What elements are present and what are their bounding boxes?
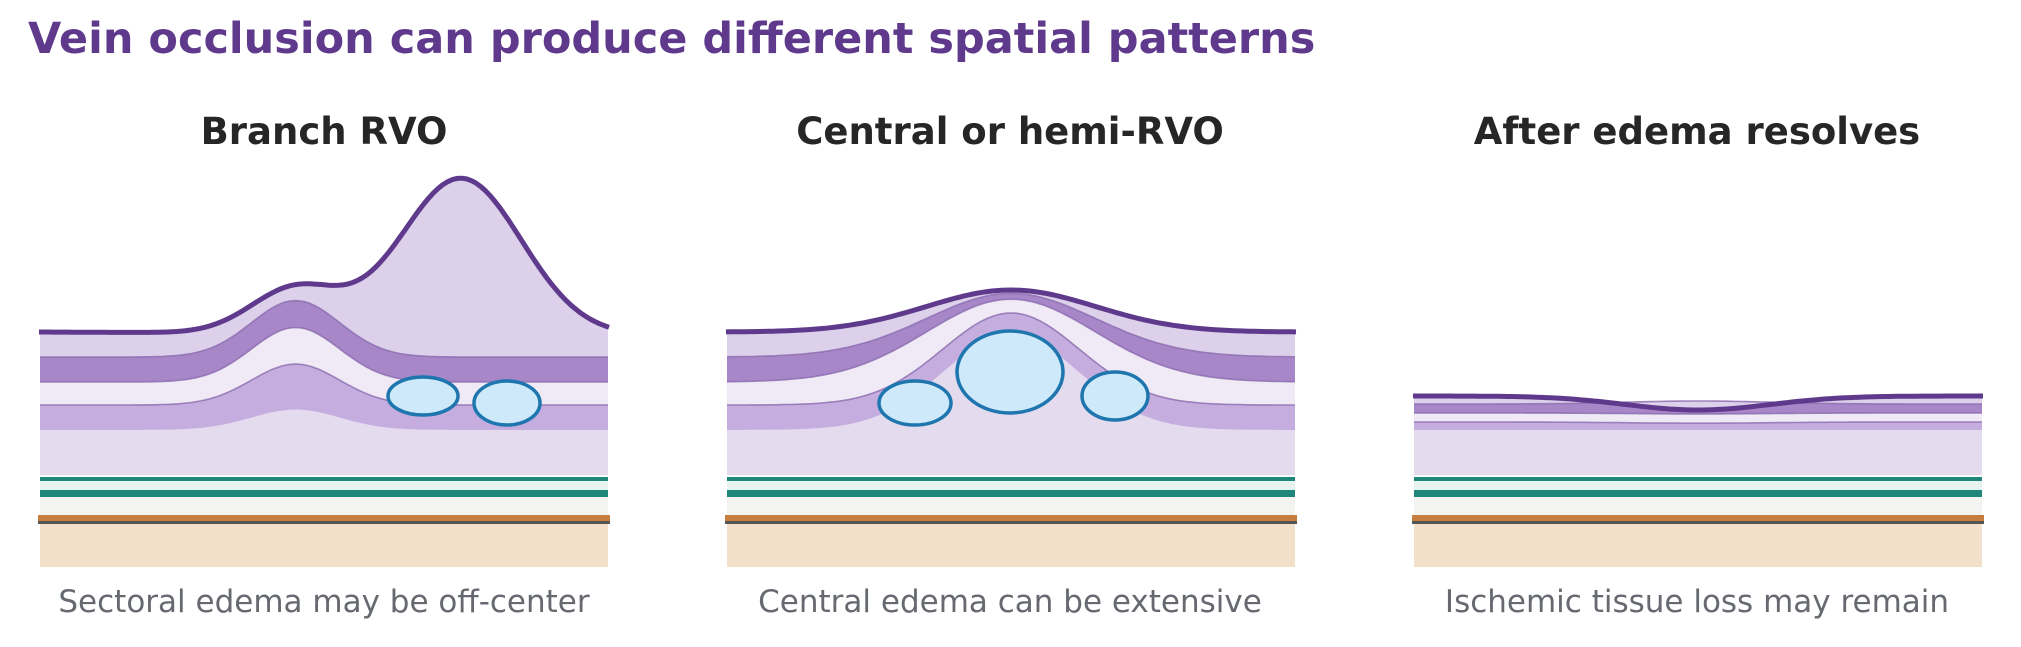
outer-nuclear-layer xyxy=(40,409,608,475)
outer-plexiform-layer xyxy=(40,364,608,430)
retina-panel-central-rvo xyxy=(725,287,1297,567)
bruchs-membrane xyxy=(725,521,1297,524)
intraretinal-fluid-cyst xyxy=(1080,370,1150,422)
layer-boundary-line xyxy=(1414,400,1982,405)
panel-caption-central-rvo: Central edema can be extensive xyxy=(758,584,1262,620)
panel-caption-after-edema: Ischemic tissue loss may remain xyxy=(1444,584,1950,620)
outer-retina-band xyxy=(40,475,608,478)
interdigitation-zone xyxy=(40,497,608,515)
outer-retina-band xyxy=(727,475,1295,478)
bruchs-membrane xyxy=(38,521,610,524)
external-limiting-membrane xyxy=(727,477,1295,481)
retinal-pigment-epithelium xyxy=(1412,515,1984,522)
intraretinal-fluid-cyst xyxy=(955,329,1065,415)
inner-nuclear-layer xyxy=(727,299,1295,405)
choroid xyxy=(1414,524,1982,567)
figure-title: Vein occlusion can produce different spa… xyxy=(28,14,1316,64)
panel-caption-branch-rvo: Sectoral edema may be off-center xyxy=(58,584,590,620)
retina-panel-after-edema xyxy=(1412,393,1984,567)
outer-retina-band xyxy=(1414,475,1982,478)
inner-plexiform-layer xyxy=(40,300,608,382)
inner-nuclear-layer xyxy=(40,327,608,405)
retinal-pigment-epithelium xyxy=(725,515,1297,522)
layer-boundary-line xyxy=(40,299,608,358)
external-limiting-membrane xyxy=(1414,477,1982,481)
outer-plexiform-layer xyxy=(727,313,1295,430)
layer-boundary-line xyxy=(1414,421,1982,424)
ellipsoid-zone xyxy=(1414,490,1982,497)
choroid xyxy=(727,524,1295,567)
nerve-fiber-layer xyxy=(727,290,1295,357)
internal-limiting-membrane xyxy=(1413,393,1983,413)
layer-boundary-line xyxy=(726,292,1296,358)
ellipsoid-zone xyxy=(727,490,1295,497)
bruchs-membrane xyxy=(1412,521,1984,524)
photoreceptor-segment-layer xyxy=(1414,481,1982,490)
internal-limiting-membrane xyxy=(39,175,610,335)
panel-title-branch-rvo: Branch RVO xyxy=(200,110,448,153)
layer-boundary-line xyxy=(727,298,1295,383)
intraretinal-fluid-cyst xyxy=(472,379,542,427)
intraretinal-fluid-cyst xyxy=(877,379,953,427)
interdigitation-zone xyxy=(727,497,1295,515)
interdigitation-zone xyxy=(1414,497,1982,515)
ellipsoid-zone xyxy=(40,490,608,497)
photoreceptor-segment-layer xyxy=(40,481,608,490)
internal-limiting-membrane xyxy=(725,287,1297,335)
choroid xyxy=(40,524,608,567)
outer-nuclear-layer xyxy=(1414,430,1982,475)
inner-plexiform-layer xyxy=(727,293,1295,382)
nerve-fiber-layer xyxy=(40,178,608,357)
layer-boundary-line xyxy=(727,312,1295,406)
layer-boundary-line xyxy=(1414,412,1982,415)
retina-panel-branch-rvo xyxy=(38,175,610,567)
external-limiting-membrane xyxy=(40,477,608,481)
retinal-pigment-epithelium xyxy=(38,515,610,522)
panel-title-after-edema: After edema resolves xyxy=(1473,110,1921,153)
outer-plexiform-layer xyxy=(1414,422,1982,430)
inner-nuclear-layer xyxy=(1414,413,1982,424)
panel-title-central-rvo: Central or hemi-RVO xyxy=(796,110,1224,153)
intraretinal-fluid-cyst xyxy=(386,375,460,417)
photoreceptor-segment-layer xyxy=(727,481,1295,490)
